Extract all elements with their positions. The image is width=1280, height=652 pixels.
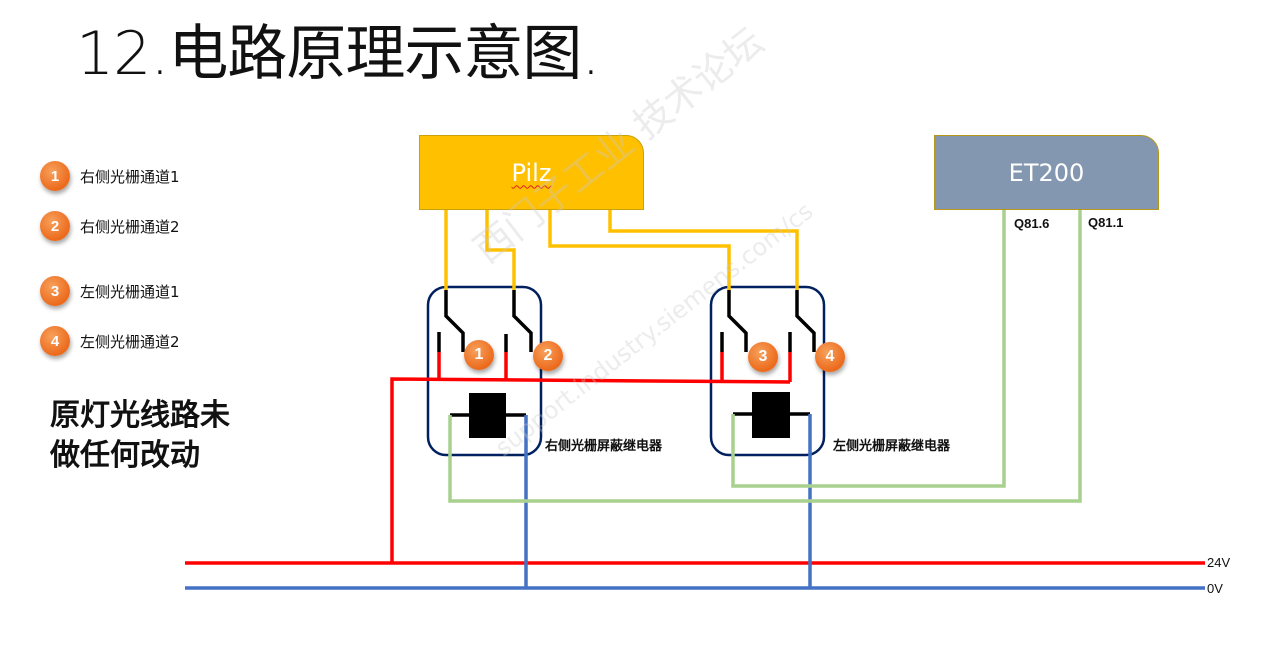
left-relay-label: 左侧光栅屏蔽继电器 — [833, 439, 951, 454]
et200-label: ET200 — [1008, 158, 1085, 187]
page-title: 12.电路原理示意图. — [76, 19, 600, 89]
left-relay-contacts — [720, 290, 816, 416]
legend-badge: 1 — [40, 161, 70, 191]
right-relay-contacts — [437, 290, 533, 417]
output-label-q81-6: Q81.6 — [1014, 216, 1050, 231]
pilz-wire-3 — [548, 210, 731, 290]
pilz-wires — [444, 210, 799, 290]
legend-item: 1 右侧光栅通道1 — [40, 160, 180, 192]
note-line-1: 原灯光线路未 — [50, 398, 230, 433]
pilz-wire-2 — [485, 210, 516, 290]
legend-badge: 3 — [40, 276, 70, 306]
et200-module: ET200 — [934, 135, 1159, 210]
wire-signal — [448, 210, 1082, 503]
legend-badge: 4 — [40, 326, 70, 356]
wire-24v — [185, 352, 1205, 565]
output-label-q81-1: Q81.1 — [1088, 215, 1124, 230]
legend-label: 右侧光栅通道2 — [80, 217, 180, 236]
right-relay-outline — [426, 285, 543, 457]
legend-item: 2 右侧光栅通道2 — [40, 210, 180, 242]
legend-item: 3 左侧光栅通道1 — [40, 275, 180, 307]
channel-marker: 3 — [748, 342, 778, 372]
legend-item: 4 左侧光栅通道2 — [40, 325, 180, 357]
note-line-2: 做任何改动 — [50, 438, 200, 473]
note-text: 原灯光线路未 做任何改动 — [50, 396, 230, 476]
right-relay-coil — [469, 393, 506, 438]
rail-label-0v: 0V — [1207, 581, 1223, 596]
legend-label: 左侧光栅通道2 — [80, 332, 180, 351]
rail-label-24v: 24V — [1207, 555, 1231, 570]
pilz-label: Pilz — [511, 158, 552, 187]
legend-label: 右侧光栅通道1 — [80, 167, 180, 186]
pilz-wire-4 — [608, 210, 799, 290]
channel-marker: 1 — [464, 340, 494, 370]
legend-label: 左侧光栅通道1 — [80, 282, 180, 301]
right-relay-label: 右侧光栅屏蔽继电器 — [545, 439, 663, 454]
legend-badge: 2 — [40, 211, 70, 241]
channel-marker: 2 — [533, 341, 563, 371]
pilz-safety-relay: Pilz — [419, 135, 644, 210]
channel-marker: 4 — [815, 342, 845, 372]
left-relay-coil — [752, 392, 790, 438]
